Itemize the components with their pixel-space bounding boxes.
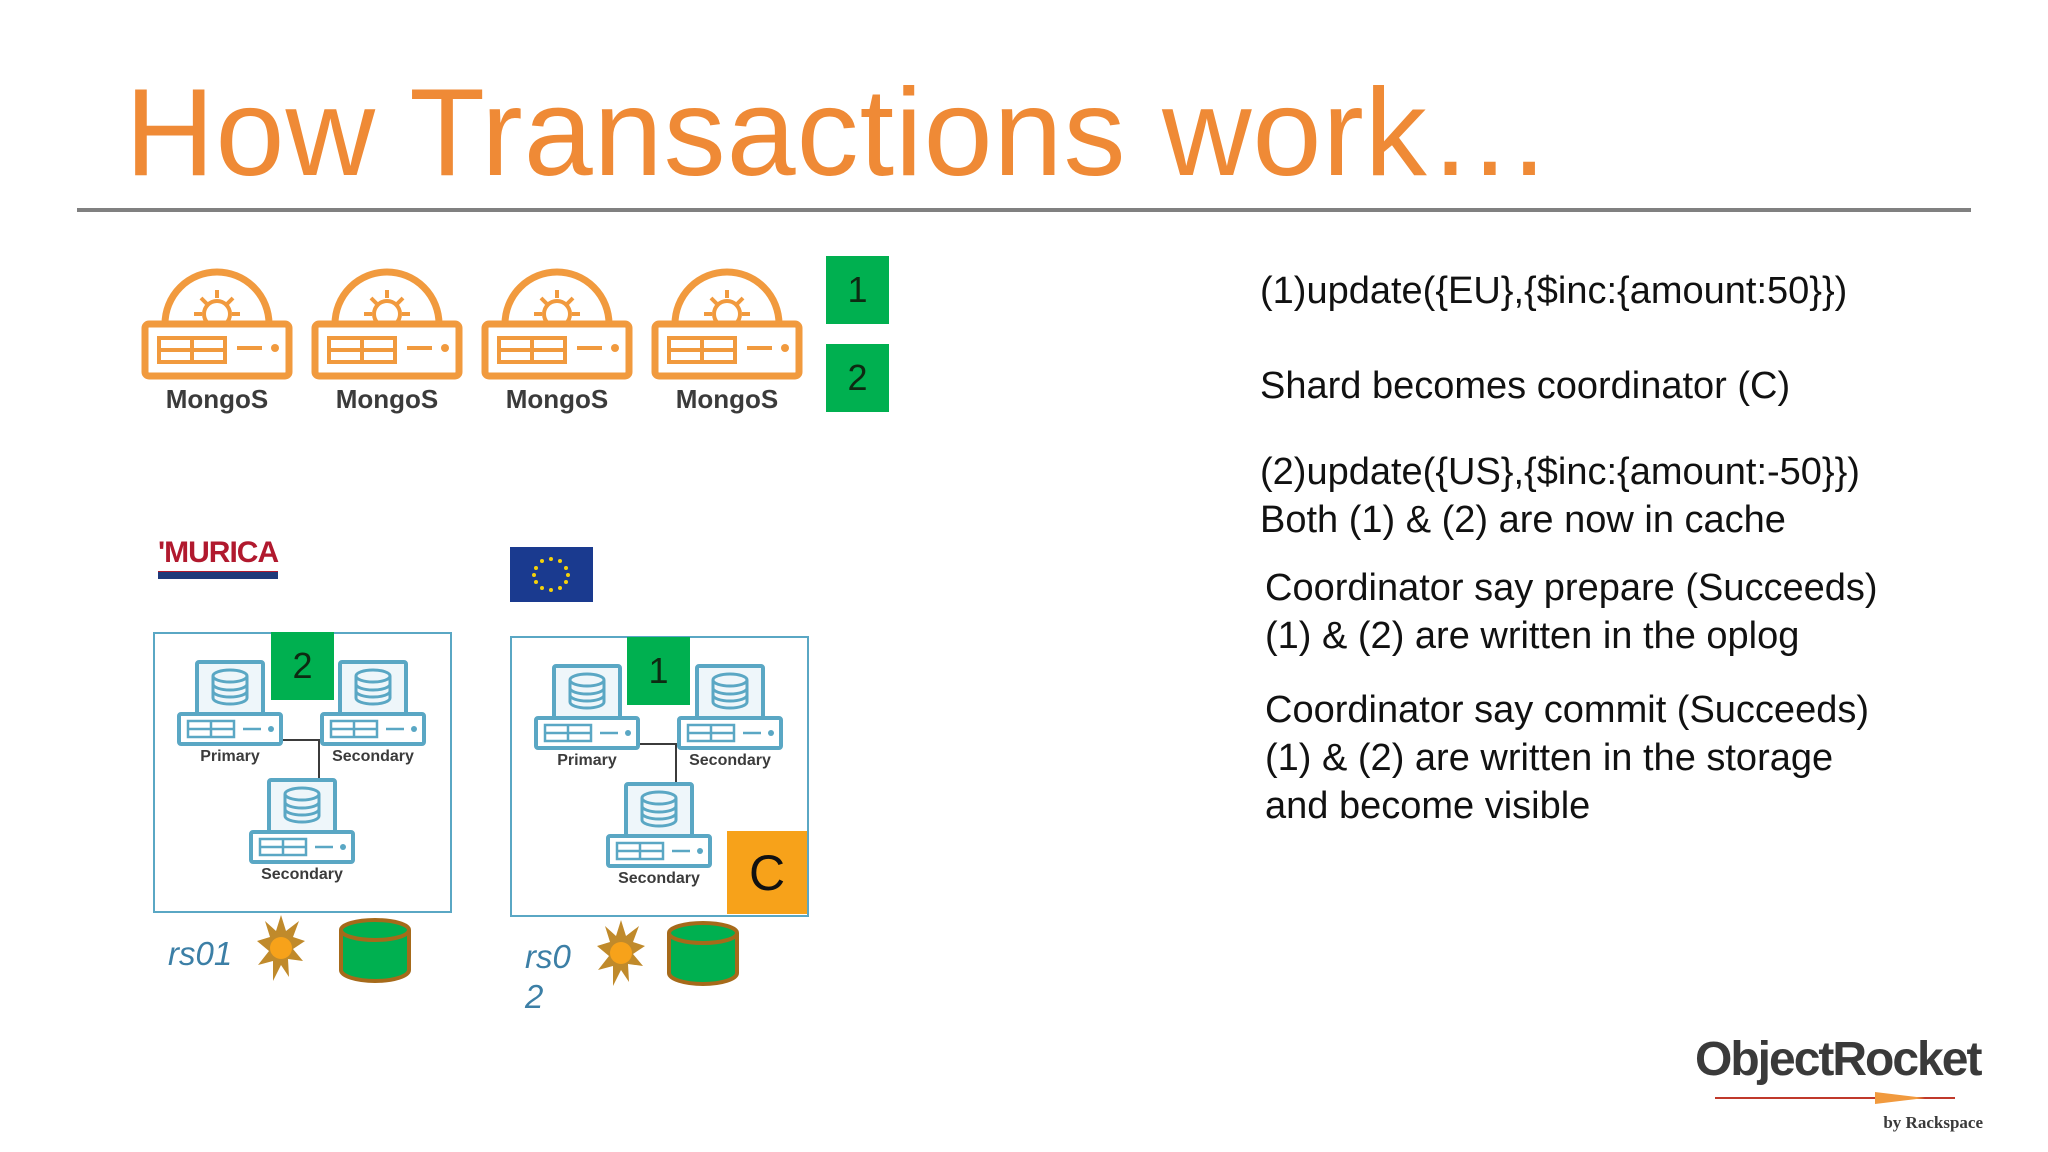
mongos-router-4: MongoS (647, 262, 807, 417)
rs01-secondary-node-1: Secondary (318, 658, 428, 766)
step-5-line-2: (1) & (2) are written in the storage (1265, 737, 1834, 779)
database-server-icon (249, 778, 355, 864)
database-server-icon (606, 782, 712, 868)
cache-burst-icon (257, 915, 305, 981)
step-4: Coordinator say prepare (Succeeds) (1) &… (1265, 564, 1878, 660)
cache-burst-icon (597, 920, 645, 986)
rs01-secondary-node-2: Secondary (247, 776, 357, 884)
step-4-line-1: Coordinator say prepare (Succeeds) (1265, 567, 1878, 609)
step-3-line-2: Both (1) & (2) are now in cache (1260, 499, 1786, 541)
rs01-connector (318, 739, 320, 781)
logo-brand: ObjectRocket (1695, 1033, 1982, 1086)
rs02-secondary-node-1: Secondary (675, 662, 785, 770)
mongos-label: MongoS (675, 384, 779, 414)
database-server-icon (177, 660, 283, 746)
node-label-primary: Primary (557, 752, 617, 769)
rs01-primary-node: Primary (175, 658, 285, 766)
eu-stars (532, 557, 570, 592)
step-5-line-3: and become visible (1265, 785, 1591, 827)
step-2: Shard becomes coordinator (C) (1260, 362, 1790, 410)
eu-flag-icon (510, 547, 593, 602)
slide-title: How Transactions work… (125, 64, 1553, 202)
title-divider (77, 208, 1971, 212)
rs01-connector-h2 (302, 739, 322, 741)
rs01-label: rs01 (168, 935, 233, 972)
mongos-label: MongoS (165, 384, 269, 414)
database-server-icon (677, 664, 783, 750)
mongos-server-icon (141, 268, 293, 380)
coordinator-badge: C (727, 831, 807, 914)
mongos-server-icon (311, 268, 463, 380)
step-1-line-1: (1)update({EU},{$inc:{amount:50}}) (1260, 270, 1848, 312)
rs02-connector-h1 (619, 743, 679, 745)
mongos-step-badge-1: 1 (826, 256, 889, 324)
database-server-icon (534, 664, 640, 750)
step-1: (1)update({EU},{$inc:{amount:50}}) (1260, 267, 1847, 315)
rs02-step-badge: 1 (627, 637, 690, 705)
mongos-label: MongoS (335, 384, 439, 414)
mongos-router-1: MongoS (137, 262, 297, 417)
step-5: Coordinator say commit (Succeeds) (1) & … (1265, 686, 1869, 830)
rs02-label-line1: rs0 (525, 938, 571, 975)
mongos-step-badge-2: 2 (826, 344, 889, 412)
storage-cylinder-icon (339, 918, 411, 983)
rs02-label-line2: 2 (525, 978, 544, 1015)
rs02-connector (675, 743, 677, 785)
step-3-line-1: (2)update({US},{$inc:{amount:-50}}) (1260, 451, 1860, 493)
step-2-line-1: Shard becomes coordinator (C) (1260, 365, 1791, 407)
rs02-primary-node: Primary (532, 662, 642, 770)
rs01-connector-h1 (262, 739, 322, 741)
rocket-trail-icon (1715, 1092, 1955, 1104)
murica-stripe (158, 571, 278, 579)
step-5-line-1: Coordinator say commit (Succeeds) (1265, 689, 1869, 731)
objectrocket-logo: ObjectRocket by Rackspace (1695, 1032, 1995, 1140)
node-label-primary: Primary (200, 748, 260, 765)
logo-sub: by Rackspace (1883, 1113, 1983, 1132)
node-label-secondary: Secondary (689, 752, 771, 769)
mongos-server-icon (651, 268, 803, 380)
node-label-secondary: Secondary (618, 870, 700, 887)
step-3: (2)update({US},{$inc:{amount:-50}}) Both… (1260, 448, 1860, 544)
storage-cylinder-icon (667, 921, 739, 986)
node-label-secondary: Secondary (261, 866, 343, 883)
rs01-step-badge: 2 (271, 632, 334, 700)
step-4-line-2: (1) & (2) are written in the oplog (1265, 615, 1800, 657)
mongos-router-3: MongoS (477, 262, 637, 417)
rs02-secondary-node-2: Secondary (604, 780, 714, 888)
mongos-label: MongoS (505, 384, 609, 414)
database-server-icon (320, 660, 426, 746)
rs02-label: rs0 2 (525, 937, 571, 1017)
node-label-secondary: Secondary (332, 748, 414, 765)
mongos-server-icon (481, 268, 633, 380)
murica-text: 'MURICA (158, 536, 279, 569)
murica-flag: 'MURICA (158, 536, 279, 582)
mongos-router-2: MongoS (307, 262, 467, 417)
